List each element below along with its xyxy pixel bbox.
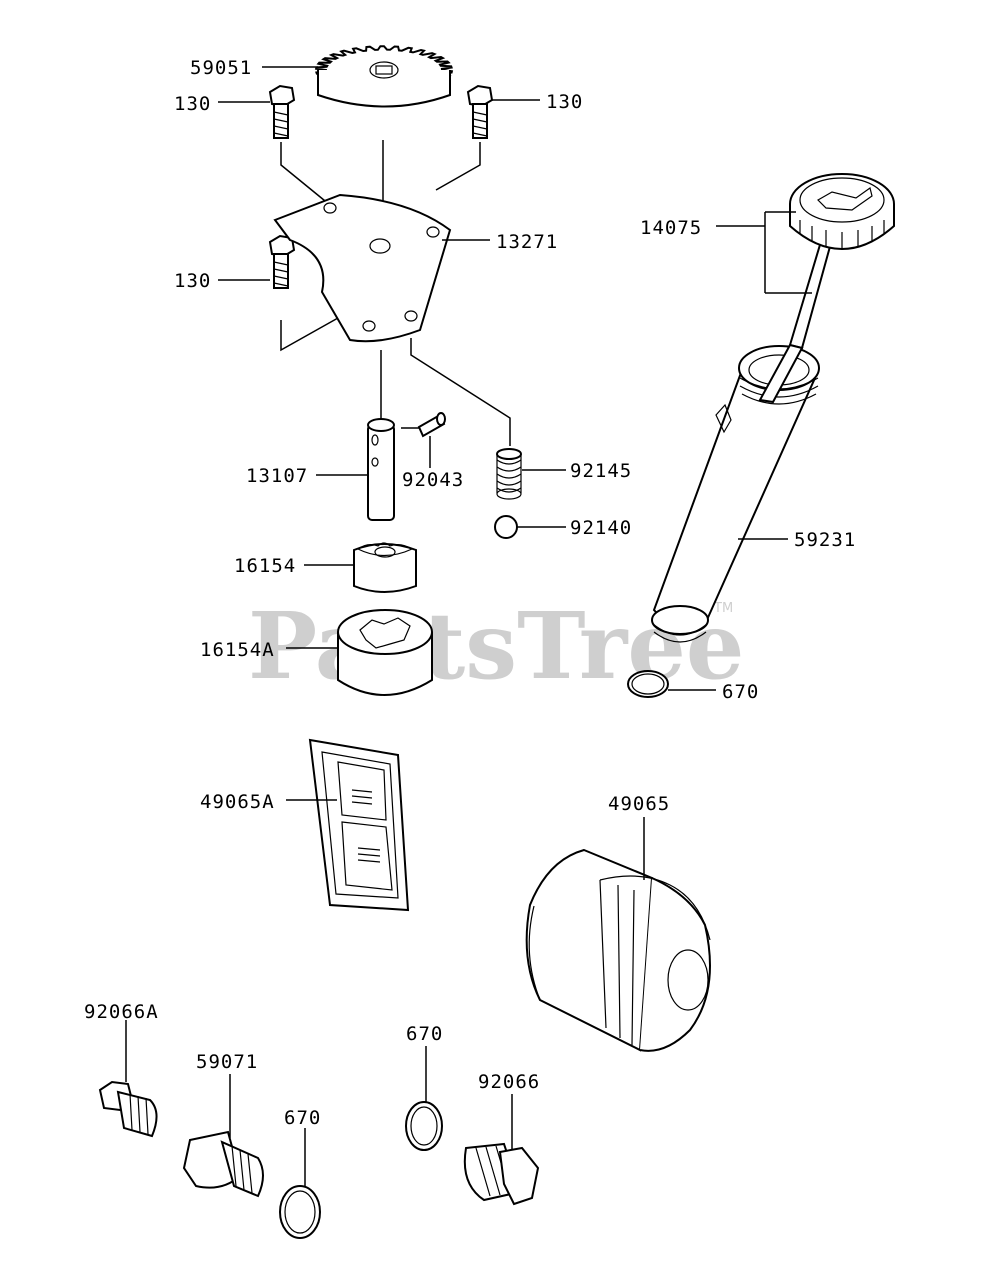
bolt-130-left-top[interactable] [268,84,296,139]
oring-670-right-part[interactable] [627,670,669,698]
label-92066A[interactable]: 92066A [84,1001,159,1023]
filler-tube-59231-part[interactable] [651,343,820,643]
plate-13271-part[interactable] [273,193,452,343]
label-670-b[interactable]: 670 [284,1107,321,1129]
label-130-c[interactable]: 130 [174,270,211,292]
plug-92066A-part[interactable] [98,1080,158,1138]
label-59231[interactable]: 59231 [794,529,856,551]
gear-59051-part[interactable] [314,45,454,108]
label-13271[interactable]: 13271 [496,231,558,253]
oil-filter-49065-part[interactable] [525,848,711,1052]
label-13107[interactable]: 13107 [246,465,308,487]
plug-92066-part[interactable] [463,1142,540,1206]
strainer-49065A-part[interactable] [308,738,410,912]
leader-plate-spring [410,338,511,446]
shaft-13107-part[interactable] [367,418,395,521]
bolt-130-left-mid[interactable] [268,234,296,289]
label-49065A[interactable]: 49065A [200,791,275,813]
label-92140[interactable]: 92140 [570,517,632,539]
label-130-a[interactable]: 130 [174,93,211,115]
label-16154A[interactable]: 16154A [200,639,275,661]
inner-rotor-16154-part[interactable] [353,542,417,593]
ball-92140-part[interactable] [494,515,518,539]
oring-670-center-part[interactable] [405,1101,443,1151]
label-130-b[interactable]: 130 [546,91,583,113]
label-92145[interactable]: 92145 [570,460,632,482]
label-14075[interactable]: 14075 [640,217,702,239]
label-92043[interactable]: 92043 [402,469,464,491]
fitting-59071-part[interactable] [182,1130,264,1198]
bolt-130-right-top[interactable] [466,84,494,139]
leader-bolt-a-hole [280,142,331,206]
oring-670-center-inner [410,1106,438,1146]
oring-670-bottom-inner [284,1190,316,1234]
oring-670-bottom-part[interactable] [279,1185,321,1239]
watermark-trademark: TM [713,601,733,616]
pin-92043-part[interactable] [417,412,446,438]
oring-670-right-inner [631,673,665,695]
dipstick-14075-part[interactable] [788,173,895,350]
leader-bolt-b-hole [435,142,481,191]
label-59071[interactable]: 59071 [196,1051,258,1073]
label-92066[interactable]: 92066 [478,1071,540,1093]
label-16154[interactable]: 16154 [234,555,296,577]
label-59051[interactable]: 59051 [190,57,252,79]
label-670-a[interactable]: 670 [722,681,759,703]
label-49065[interactable]: 49065 [608,793,670,815]
outer-rotor-16154A-part[interactable] [337,609,433,696]
spring-92145-part[interactable] [496,448,522,500]
label-670-c[interactable]: 670 [406,1023,443,1045]
